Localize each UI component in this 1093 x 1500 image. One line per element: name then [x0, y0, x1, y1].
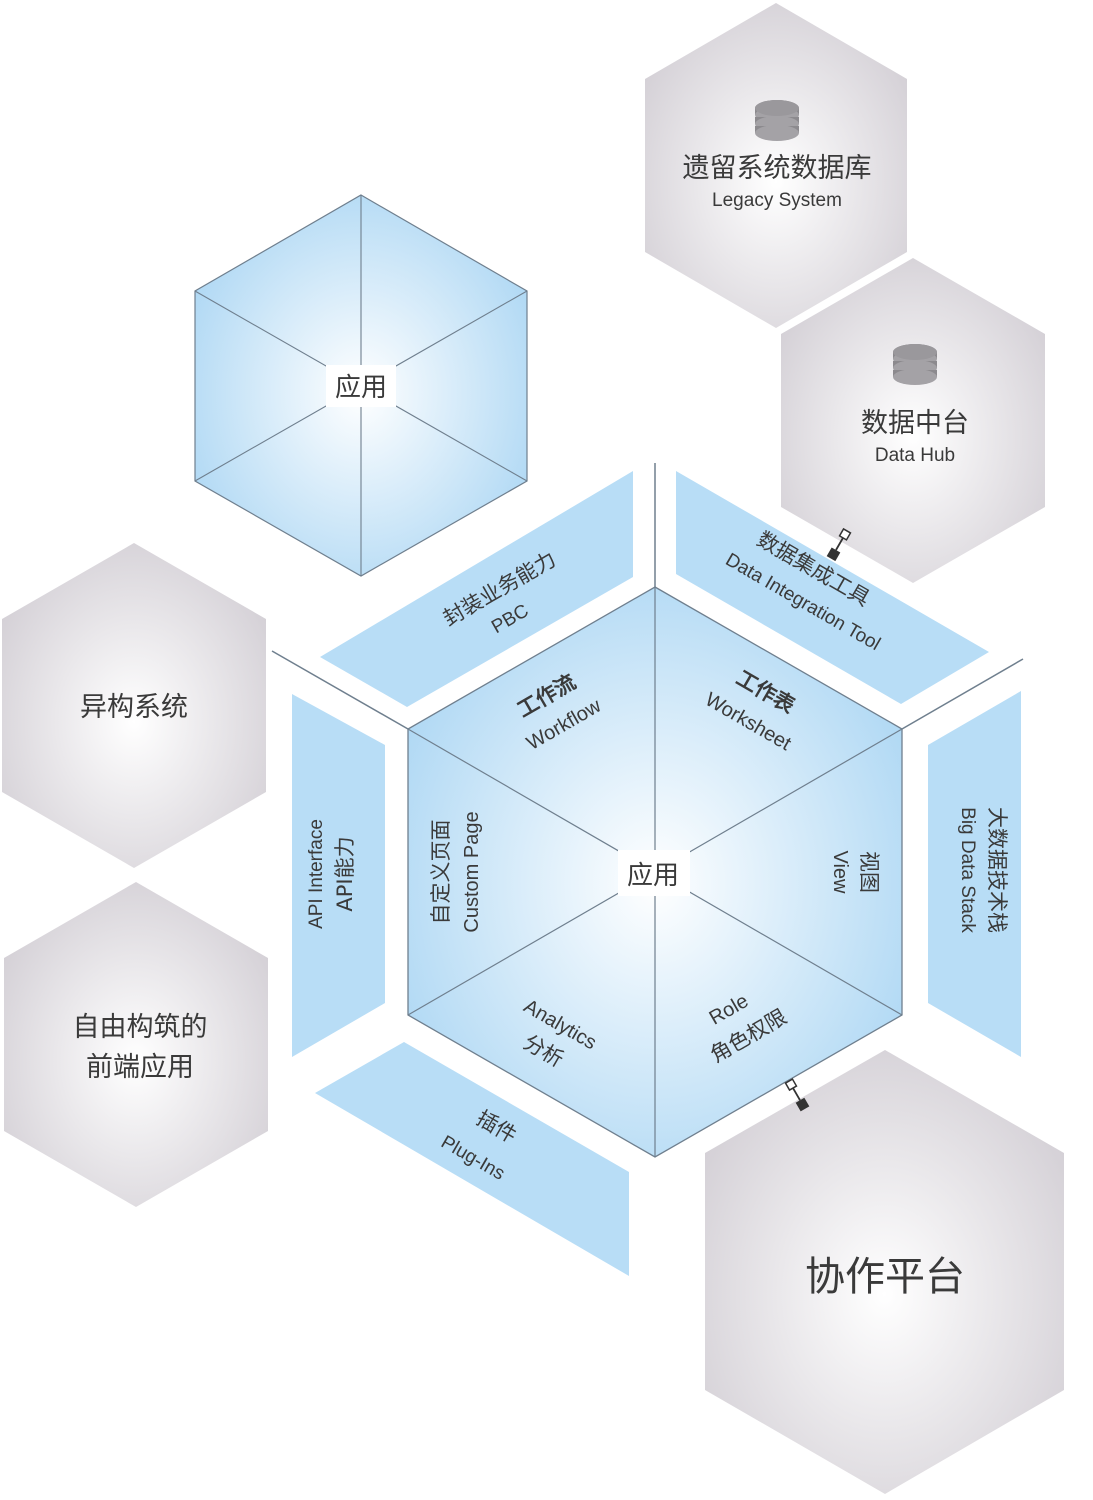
frontend-app-label-line2: 前端应用	[86, 1052, 194, 1083]
band-big-data-zh: 大数据技术栈	[985, 807, 1009, 933]
band-api-zh: API能力	[333, 836, 357, 911]
connector-pin-data-hub	[826, 527, 852, 562]
data-hub-database-icon	[893, 344, 937, 385]
main-app-hex: 应用 工作流 Workflow 工作表 Worksheet 视图 View Ro…	[407, 586, 903, 1158]
legacy-system-hex: 遗留系统数据库 Legacy System	[645, 3, 907, 328]
main-hex-center-label: 应用	[627, 861, 679, 891]
collaboration-platform-label: 协作平台	[805, 1254, 965, 1300]
connector-pin-collab	[784, 1078, 810, 1112]
data-hub-title: 数据中台	[861, 408, 969, 439]
legacy-database-icon	[755, 100, 799, 141]
view-en: View	[829, 851, 851, 895]
heterogeneous-system-hex: 异构系统	[2, 543, 266, 868]
band-big-data: 大数据技术栈 Big Data Stack	[928, 691, 1021, 1057]
band-big-data-en: Big Data Stack	[957, 807, 978, 933]
heterogeneous-system-label: 异构系统	[80, 692, 188, 723]
top-app-cube: 应用	[194, 194, 528, 577]
frontend-app-label-line1: 自由构筑的	[73, 1012, 208, 1043]
custom-page-en: Custom Page	[461, 811, 483, 932]
view-zh: 视图	[857, 851, 881, 893]
legacy-system-title: 遗留系统数据库	[683, 153, 872, 184]
top-cube-label: 应用	[335, 373, 387, 403]
data-hub-hex: 数据中台 Data Hub	[781, 258, 1045, 583]
data-hub-subtitle: Data Hub	[875, 445, 955, 466]
divider-lines	[271, 463, 1024, 730]
band-pbc: 封装业务能力 PBC	[320, 471, 633, 707]
band-api: API Interface API能力	[292, 694, 385, 1057]
legacy-system-subtitle: Legacy System	[712, 190, 842, 211]
frontend-app-hex: 自由构筑的 前端应用	[4, 882, 268, 1207]
custom-page-zh: 自定义页面	[429, 820, 453, 925]
collaboration-platform-hex: 协作平台	[705, 1050, 1064, 1494]
band-api-en: API Interface	[306, 819, 327, 929]
